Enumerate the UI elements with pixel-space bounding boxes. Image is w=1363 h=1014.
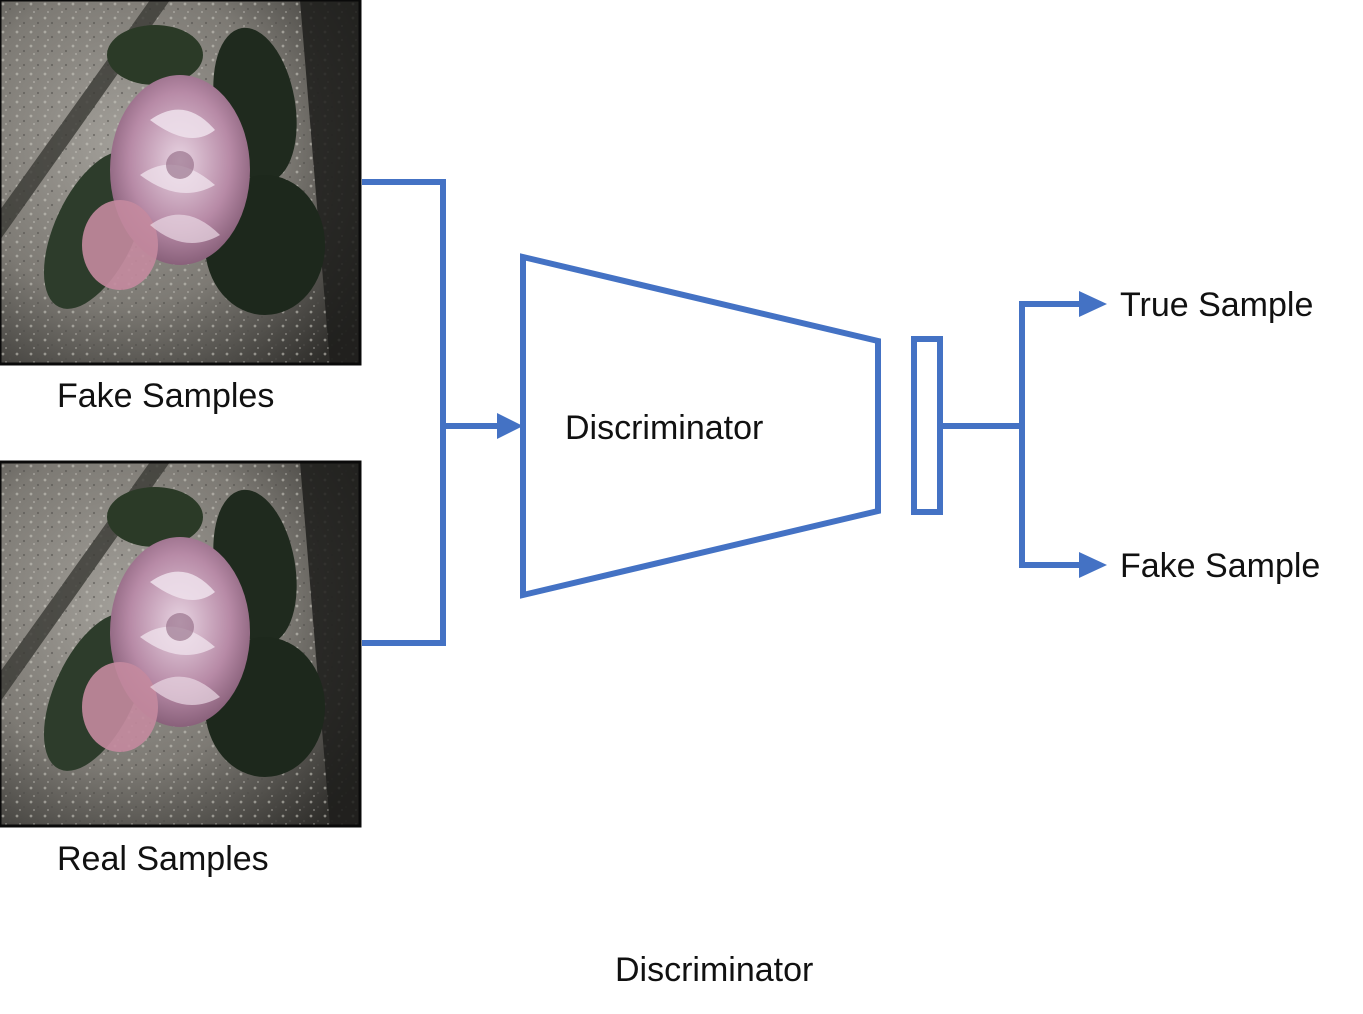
discriminator-block bbox=[520, 253, 881, 599]
output-unit bbox=[911, 336, 943, 515]
figure-caption: Discriminator bbox=[615, 951, 813, 989]
fake-samples-image bbox=[0, 0, 362, 366]
input-arrowhead bbox=[497, 413, 523, 439]
fake-samples-caption: Fake Samples bbox=[57, 377, 274, 415]
output-split-bracket bbox=[1019, 301, 1082, 568]
discriminator-label: Discriminator bbox=[565, 409, 763, 447]
fake-output-arrowhead bbox=[1079, 552, 1107, 578]
real-samples-image bbox=[0, 460, 362, 828]
true-output-arrowhead bbox=[1079, 291, 1107, 317]
true-sample-label: True Sample bbox=[1120, 286, 1313, 324]
input-merge-bracket bbox=[362, 179, 446, 646]
real-samples-caption: Real Samples bbox=[57, 840, 269, 878]
fake-sample-label: Fake Sample bbox=[1120, 547, 1320, 585]
